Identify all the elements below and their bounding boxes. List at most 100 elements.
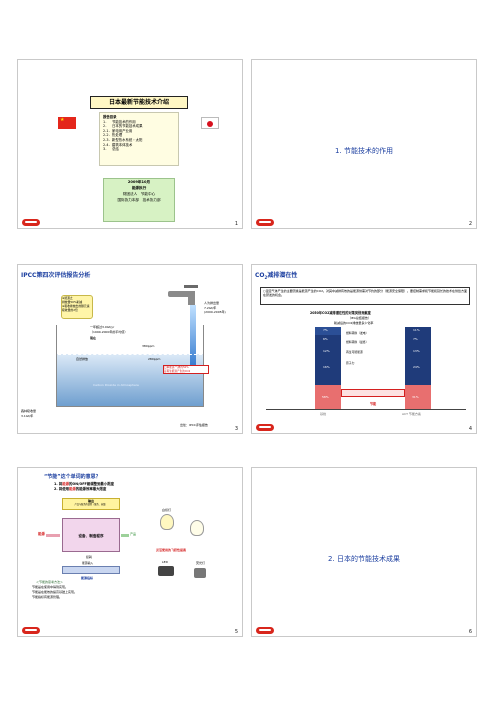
- page-number: 3: [234, 426, 238, 432]
- slide-footer: 3: [18, 421, 242, 433]
- level-line: [58, 354, 202, 355]
- increase-line: （1990-2000年的平均值）: [90, 329, 128, 334]
- fluor-lamp-icon: [194, 568, 206, 578]
- slide-4[interactable]: CO2减排潜在性 ○温室气体产生的主要因素是能源产生的CO2。对其中减排有效的是…: [251, 264, 477, 434]
- page-number: 1: [234, 221, 238, 227]
- title-sub: 2: [264, 275, 268, 281]
- forest-absorption: 森林吸收量 3.1Gt/年: [21, 409, 36, 418]
- act-bar: 11% 7% 13% 24% 31%: [405, 327, 431, 409]
- slide-6[interactable]: 2. 日本的节能技术成果 6: [251, 467, 477, 637]
- x-label-left: 基线: [320, 412, 327, 416]
- output-header: 输出 产品与服务的使用（服务、容量）: [62, 498, 120, 510]
- note-line: ※能源之: [62, 296, 73, 300]
- annual-increase: 一年超过3.0Gt/yr （1990-2000年的平均值） 现在: [90, 325, 127, 341]
- bar-label: 7%: [413, 337, 418, 341]
- legend-item: 再生可能能源: [346, 350, 363, 354]
- red-note-line: 是再生能源产生的CO2: [164, 369, 191, 373]
- source-note: 出处：IPCC评估报告: [180, 423, 208, 427]
- note-line: 排放量50%削减: [62, 300, 83, 304]
- bar-label: 11%: [413, 328, 420, 332]
- process-box: 设备、制造程序: [62, 518, 120, 552]
- ppm-natural: 280ppm: [148, 357, 161, 361]
- bar-label: 6%: [323, 337, 328, 341]
- eccj-logo-icon: [22, 627, 40, 634]
- process-label: 设备、制造程序: [78, 534, 104, 538]
- incandescent-bulb-icon: [160, 514, 174, 530]
- summary-text: ○温室气体产生的主要因素是能源产生的CO2。对其中减排有效的是能源供需对节约的部…: [263, 289, 467, 297]
- note-line: 吸收量的2倍: [62, 308, 78, 312]
- eccj-logo-icon: [22, 219, 40, 226]
- slide-footer: 1: [18, 216, 242, 228]
- eccj-logo-icon: [256, 219, 274, 226]
- led-label: LED: [162, 560, 168, 564]
- fluor-label: 荧光灯: [196, 561, 206, 565]
- date: 2009年10月: [127, 180, 151, 184]
- line-highlight: 能源: [62, 482, 69, 486]
- toc-item: 3． 总结: [103, 147, 119, 152]
- ppm-now: 380ppm: [142, 344, 155, 348]
- japan-flag-icon: [201, 117, 219, 129]
- method-line: 节能是在能效的提高基础上实现。: [32, 590, 78, 594]
- legend-item: 燃料转换（最终）: [346, 340, 369, 344]
- meaning-line-1: 1. 将能源的ON/OFF都调整到最小限度: [54, 482, 114, 487]
- slide-footer: 2: [252, 216, 476, 228]
- toc-heading: 报告目录: [103, 115, 117, 119]
- atmosphere-label: Carbon Dioxide in Atmosphere: [93, 383, 139, 387]
- slide-5[interactable]: “节能”这个单词的意思？ 1. 将能源的ON/OFF都调整到最小限度 2. 将使…: [17, 467, 243, 637]
- organization-box: 2009年10月 能源执行 财团法人 节能中心 国际协力本部 技术协力部: [103, 178, 175, 222]
- emission-note: ※能源之 排放量50%削减 ※吸收排放出的碳元素 吸收量的2倍: [61, 295, 93, 319]
- line-part: 2. 将使用: [54, 487, 69, 491]
- leap-improvement: 灵活使用的飞跃性提高: [156, 548, 187, 552]
- method-line: 节能指标有能源管理。: [32, 595, 63, 599]
- toc-item: 2-2．热处理: [103, 133, 123, 138]
- summary-box: ○温室气体产生的主要因素是能源产生的CO2。对其中减排有效的是能源供需对节约的部…: [260, 287, 470, 305]
- eccj-logo-icon: [256, 627, 274, 634]
- line-part: 的能源效率最大限度: [75, 487, 107, 491]
- toc-item: 2． 日本的节能技术成果: [103, 124, 143, 129]
- slide1-title: 日本最新节能技术介绍: [90, 96, 188, 109]
- legend-item: 燃料转换（发电）: [346, 331, 369, 335]
- slide-footer: 4: [252, 421, 476, 433]
- slide3-title: IPCC第四次评估报告分析: [21, 272, 91, 279]
- baseline-bar: 7% 6% 12% 16% 58%: [315, 327, 341, 409]
- energy-saving-band: 节能: [341, 389, 405, 406]
- natural-label: 自然排放: [76, 357, 89, 361]
- org-name: 能源执行: [131, 186, 147, 190]
- x-label-right: ACT 节能方案: [402, 412, 421, 416]
- bulb-title-1: 白炽灯: [162, 508, 172, 512]
- x-axis: [266, 409, 466, 410]
- increase-line: 一年超过3.0Gt/yr: [90, 325, 115, 329]
- now-label: 现在: [90, 336, 97, 341]
- line-part: 1. 将: [54, 482, 63, 486]
- toc-item: 2-4．建筑本体技术: [103, 142, 133, 147]
- chart-subtitle: （IEA总结报告）: [348, 316, 371, 320]
- bar-label: 24%: [413, 365, 420, 369]
- slide-footer: 5: [18, 624, 242, 636]
- slide-footer: 6: [252, 624, 476, 636]
- chart-title: 2050年CO2减排潜在性的对策类别贡献度: [310, 311, 371, 315]
- title-prefix: CO: [255, 272, 265, 279]
- band-label: 节能: [369, 402, 377, 406]
- output-title: 输出: [87, 499, 94, 503]
- line-highlight: 能源: [69, 487, 76, 491]
- line-part: 的ON/OFF都调整到最小限度: [69, 482, 114, 486]
- title-suffix: 减排潜在性: [267, 272, 298, 279]
- legend-item: 原子力: [346, 361, 355, 365]
- measure-bar: [62, 566, 120, 574]
- human-value: 7.2Gt/年: [204, 305, 217, 310]
- slide-3[interactable]: IPCC第四次评估报告分析 ※能源之 排放量50%削减 ※吸收排放出的碳元素 吸…: [17, 264, 243, 434]
- slide5-title: “节能”这个单词的意思？: [44, 474, 101, 480]
- page-number: 5: [234, 629, 238, 635]
- toc-item: 2-1．家电用产业用: [103, 128, 133, 133]
- slide-1[interactable]: 日本最新节能技术介绍 ★ 报告目录 1． 节能技术的作用 2． 日本的节能技术成…: [17, 59, 243, 229]
- red-note-line: 日本能源·气体的50%: [164, 366, 189, 369]
- bar-label: 31%: [412, 395, 419, 399]
- note-line: ※吸收排放出的碳元素: [62, 304, 90, 308]
- org-line: 财团法人 节能中心: [122, 192, 156, 196]
- page-number: 6: [468, 629, 472, 635]
- slide-2[interactable]: 1. 节能技术的作用 2: [251, 59, 477, 229]
- output-arrow: [121, 534, 129, 537]
- bar-label: 58%: [322, 395, 329, 399]
- output-label: 产品: [130, 532, 137, 536]
- bar-label: 7%: [323, 328, 328, 332]
